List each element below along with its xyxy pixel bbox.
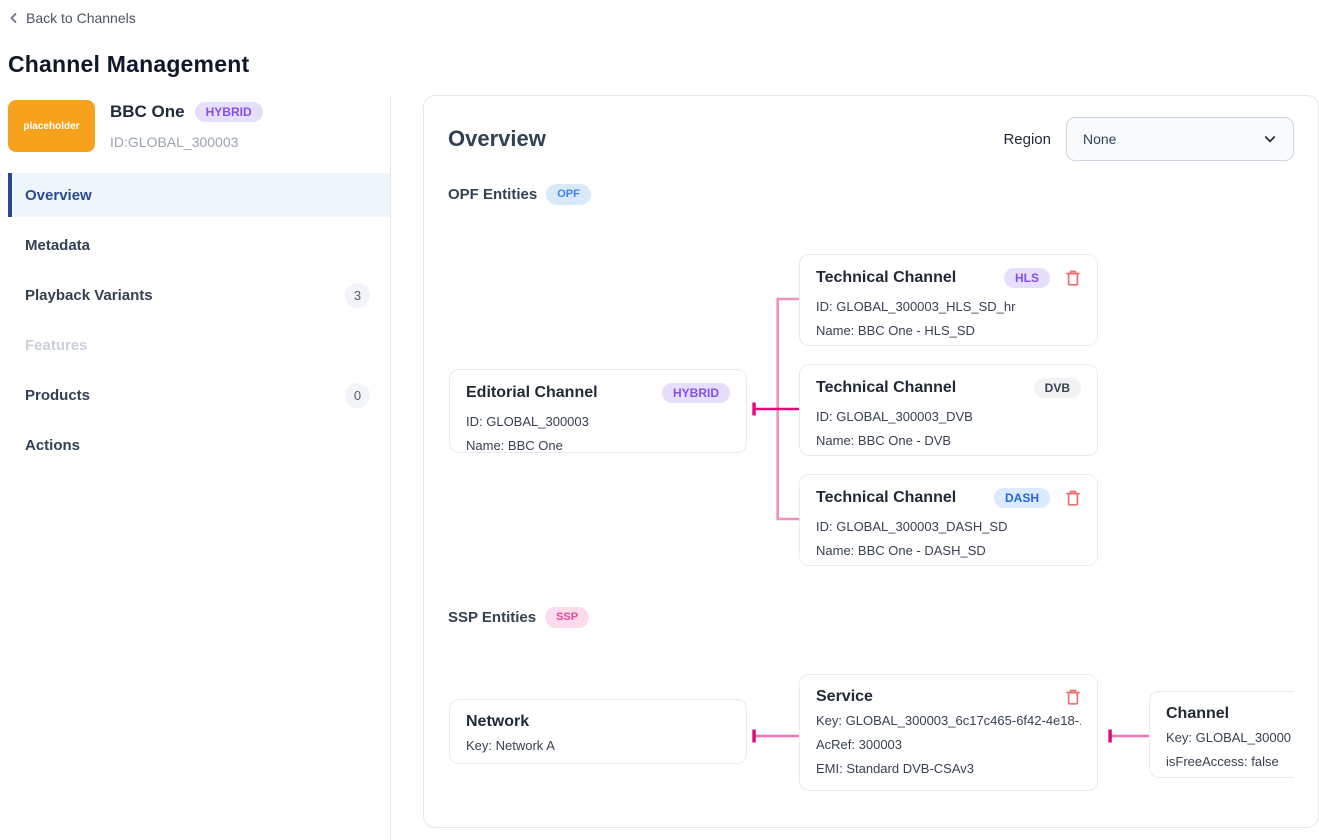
sidebar-item-products[interactable]: Products 0: [8, 373, 390, 417]
card-title: Network: [466, 713, 530, 730]
technical-channel-card-hls: Technical Channel HLS ID: GLOBAL_300003_…: [799, 254, 1098, 346]
sidebar-item-metadata[interactable]: Metadata: [8, 223, 390, 267]
card-field-id: ID: GLOBAL_300003_DVB: [816, 409, 973, 424]
page-title: Channel Management: [8, 51, 250, 77]
sidebar-item-label: Overview: [25, 186, 92, 204]
card-title: Service: [816, 688, 873, 705]
card-field-key: Key: GLOBAL_30000: [1166, 730, 1292, 745]
card-field-name: Name: BBC One - HLS_SD: [816, 323, 975, 338]
region-group: Region None: [1003, 117, 1294, 161]
overview-panel: Overview Region None OPF Entities OPF: [423, 95, 1319, 828]
main-area: Overview Region None OPF Entities OPF: [391, 95, 1319, 840]
card-title: Channel: [1166, 705, 1230, 722]
trash-icon: [1066, 689, 1080, 705]
card-title: Technical Channel: [816, 269, 957, 286]
ssp-diagram: Network Key: Network A Service Key: GLOB…: [448, 636, 1294, 816]
sidebar-item-label: Actions: [25, 436, 81, 454]
editorial-channel-card: Editorial Channel HYBRID ID: GLOBAL_3000…: [449, 369, 747, 453]
playback-variants-count-badge: 3: [345, 282, 370, 308]
ssp-badge: SSP: [545, 607, 590, 628]
card-field-emi: EMI: Standard DVB-CSAv3: [816, 761, 974, 776]
sidebar-item-label: Features: [25, 336, 88, 354]
delete-technical-channel-button[interactable]: [1065, 489, 1081, 507]
channel-header: placeholder BBC One HYBRID ID:GLOBAL_300…: [8, 100, 390, 152]
opf-diagram: Editorial Channel HYBRID ID: GLOBAL_3000…: [448, 211, 1294, 593]
back-to-channels-link[interactable]: Back to Channels: [8, 10, 136, 26]
card-field-acref: AcRef: 300003: [816, 737, 903, 752]
service-card: Service Key: GLOBAL_300003_6c17c465-6f42…: [799, 674, 1098, 791]
sidebar-item-overview[interactable]: Overview: [8, 173, 390, 217]
card-title: Editorial Channel: [466, 384, 598, 401]
card-field-id: ID: GLOBAL_300003: [466, 414, 589, 429]
channel-type-badge: HYBRID: [194, 102, 263, 122]
channel-name: BBC One: [110, 102, 185, 121]
trash-icon: [1066, 270, 1080, 286]
sidebar-item-label: Metadata: [25, 236, 91, 254]
card-field-id: ID: GLOBAL_300003_DASH_SD: [816, 519, 1008, 534]
channel-card: Channel Key: GLOBAL_30000 isFreeAccess: …: [1149, 691, 1294, 778]
sidebar-item-features: Features: [8, 323, 390, 367]
chevron-down-icon: [1264, 136, 1276, 143]
sidebar-item-playback-variants[interactable]: Playback Variants 3: [8, 273, 390, 317]
channel-logo-placeholder: placeholder: [8, 100, 95, 152]
card-field-isfreeaccess: isFreeAccess: false: [1166, 754, 1279, 769]
chevron-left-icon: [10, 13, 17, 23]
technical-channel-card-dash: Technical Channel DASH ID: GLOBAL_300003…: [799, 474, 1098, 566]
ssp-heading-label: SSP Entities: [448, 609, 537, 626]
products-count-badge: 0: [345, 382, 370, 408]
network-card: Network Key: Network A: [449, 699, 747, 764]
trash-icon: [1066, 490, 1080, 506]
card-field-name: Name: BBC One - DASH_SD: [816, 543, 986, 558]
region-select[interactable]: None: [1066, 117, 1294, 161]
card-field-id: ID: GLOBAL_300003_HLS_SD_hr: [816, 299, 1016, 314]
opf-heading-label: OPF Entities: [448, 186, 538, 203]
card-field-name: Name: BBC One: [466, 438, 563, 453]
region-label: Region: [1003, 130, 1051, 148]
card-field-name: Name: BBC One - DVB: [816, 433, 952, 448]
hls-badge: HLS: [1004, 268, 1050, 288]
ssp-section-heading: SSP Entities SSP: [448, 607, 590, 628]
back-link-label: Back to Channels: [26, 10, 136, 26]
channel-id: ID:GLOBAL_300003: [110, 134, 239, 150]
card-title: Technical Channel: [816, 379, 957, 396]
card-field-key: Key: Network A: [466, 738, 555, 753]
panel-title: Overview: [448, 126, 546, 151]
sidebar-nav: Overview Metadata Playback Variants 3 Fe…: [0, 173, 390, 467]
card-title: Technical Channel: [816, 489, 957, 506]
sidebar-item-label: Playback Variants: [25, 286, 153, 304]
dvb-badge: DVB: [1033, 378, 1081, 398]
sidebar-item-label: Products: [25, 386, 91, 404]
technical-channel-card-dvb: Technical Channel DVB ID: GLOBAL_300003_…: [799, 364, 1098, 456]
sidebar: placeholder BBC One HYBRID ID:GLOBAL_300…: [0, 95, 391, 840]
sidebar-item-actions[interactable]: Actions: [8, 423, 390, 467]
opf-badge: OPF: [546, 184, 591, 205]
opf-section-heading: OPF Entities OPF: [448, 184, 591, 205]
dash-badge: DASH: [993, 488, 1050, 508]
layout: placeholder BBC One HYBRID ID:GLOBAL_300…: [0, 95, 1319, 840]
channel-meta: BBC One HYBRID ID:GLOBAL_300003: [110, 100, 263, 152]
editorial-hybrid-badge: HYBRID: [661, 383, 730, 403]
delete-technical-channel-button[interactable]: [1065, 269, 1081, 287]
region-select-value: None: [1083, 131, 1117, 147]
delete-service-button[interactable]: [1065, 688, 1081, 706]
card-field-key: Key: GLOBAL_300003_6c17c465-6f42-4e18-..…: [816, 713, 1081, 728]
